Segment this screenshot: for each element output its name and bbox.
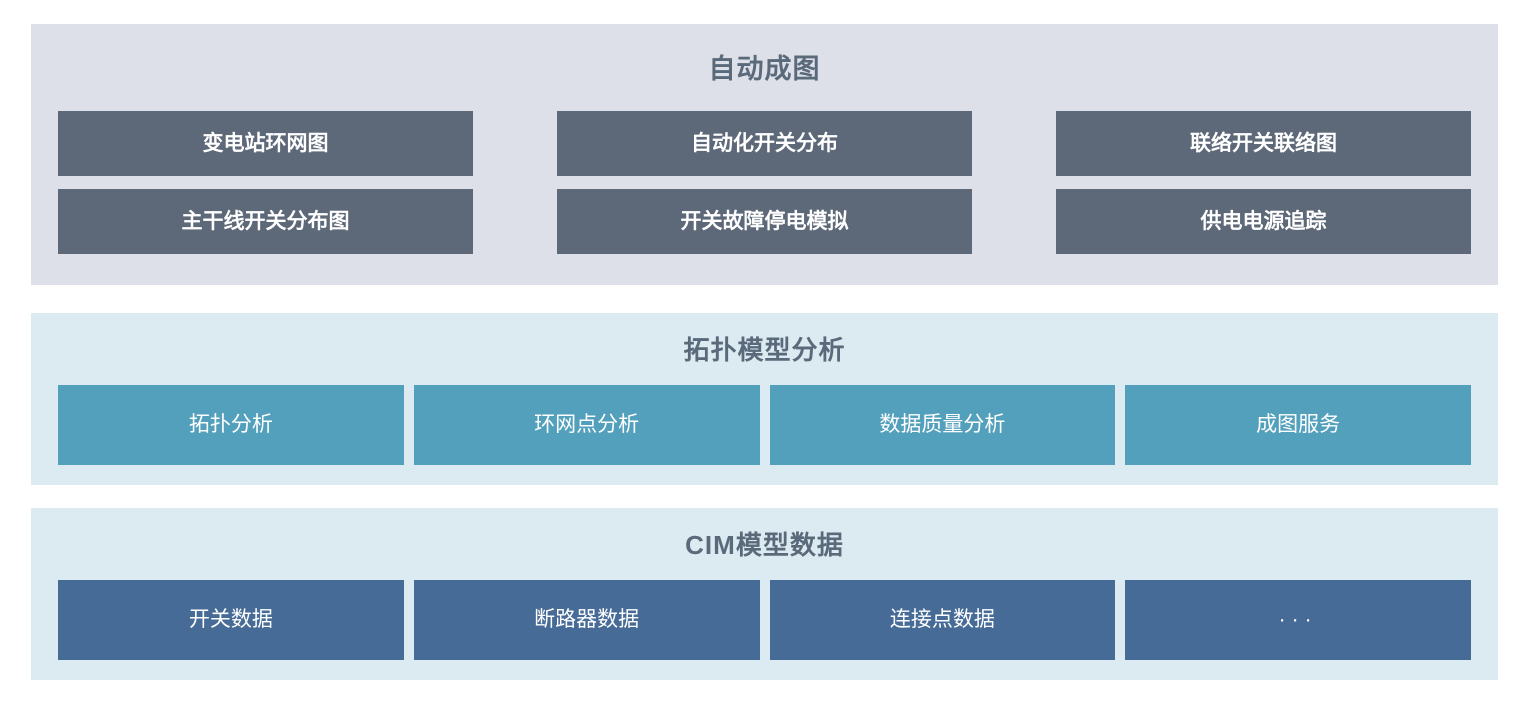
tile-power-supply-tracing[interactable]: 供电电源追踪	[1056, 189, 1471, 254]
tile-row-automap-1: 变电站环网图 自动化开关分布 联络开关联络图	[58, 111, 1471, 176]
tile-mapping-service[interactable]: 成图服务	[1125, 385, 1471, 465]
tile-row-automap-2: 主干线开关分布图 开关故障停电模拟 供电电源追踪	[58, 189, 1471, 254]
tile-label: 主干线开关分布图	[181, 209, 350, 233]
tile-label: 环网点分析	[534, 413, 640, 437]
tile-label: 变电站环网图	[202, 131, 329, 155]
section-title-automap: 自动成图	[708, 54, 821, 84]
tile-label: 断路器数据	[534, 608, 640, 632]
tile-breaker-data[interactable]: 断路器数据	[413, 580, 760, 660]
tile-automation-switch-distribution[interactable]: 自动化开关分布	[557, 111, 972, 176]
tile-topology-analysis[interactable]: 拓扑分析	[58, 385, 404, 465]
tile-label: 成图服务	[1256, 413, 1341, 437]
section-title-cim: CIM模型数据	[685, 530, 844, 560]
tile-more-data[interactable]: ···	[1125, 580, 1471, 660]
tile-substation-ring-diagram[interactable]: 变电站环网图	[58, 111, 473, 176]
tile-label: 自动化开关分布	[691, 131, 838, 155]
section-cim: CIM模型数据 开关数据 断路器数据 连接点数据 ···	[31, 508, 1498, 680]
tile-label: 拓扑分析	[188, 413, 273, 437]
tile-label: 开关故障停电模拟	[680, 209, 849, 233]
tile-label: 联络开关联络图	[1190, 131, 1337, 155]
tile-row-cim-1: 开关数据 断路器数据 连接点数据 ···	[58, 580, 1471, 660]
tile-ring-network-point-analysis[interactable]: 环网点分析	[413, 385, 760, 465]
tile-label: 连接点数据	[889, 608, 995, 632]
tile-label: ···	[1278, 608, 1318, 632]
tile-row-topology-1: 拓扑分析 环网点分析 数据质量分析 成图服务	[58, 385, 1471, 465]
tile-label: 开关数据	[188, 608, 273, 632]
tile-label: 供电电源追踪	[1200, 209, 1327, 233]
tile-switch-data[interactable]: 开关数据	[58, 580, 404, 660]
section-topology: 拓扑模型分析 拓扑分析 环网点分析 数据质量分析 成图服务	[31, 313, 1498, 485]
tile-connectivity-node-data[interactable]: 连接点数据	[769, 580, 1116, 660]
section-title-topology: 拓扑模型分析	[683, 335, 846, 365]
tile-trunk-line-switch-distribution[interactable]: 主干线开关分布图	[58, 189, 473, 254]
tile-tie-switch-connection-diagram[interactable]: 联络开关联络图	[1056, 111, 1471, 176]
tile-data-quality-analysis[interactable]: 数据质量分析	[769, 385, 1116, 465]
tile-switch-fault-outage-simulation[interactable]: 开关故障停电模拟	[557, 189, 972, 254]
tile-label: 数据质量分析	[879, 413, 1006, 437]
section-automap: 自动成图 变电站环网图 自动化开关分布 联络开关联络图 主干线开关分布图 开关故…	[31, 24, 1498, 285]
